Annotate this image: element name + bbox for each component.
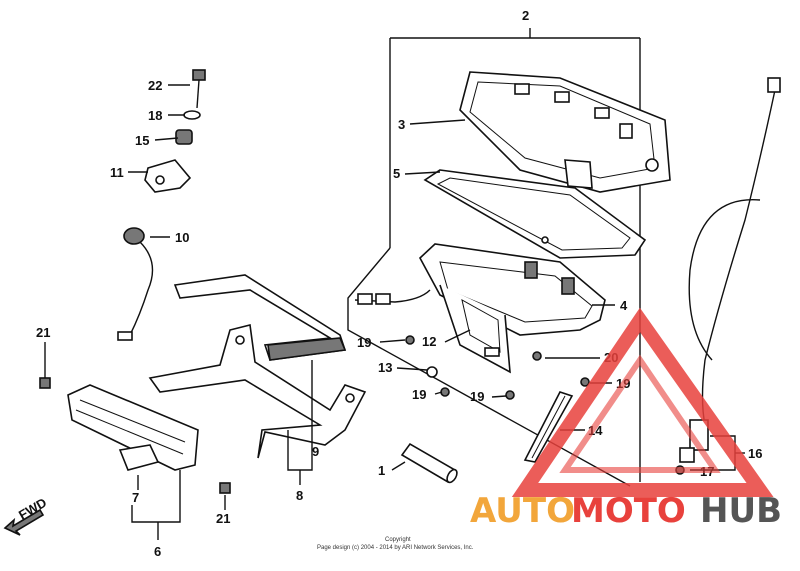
label-part-12: 12 (422, 334, 436, 349)
copyright-line: Page design (c) 2004 - 2014 by ARI Netwo… (317, 545, 474, 551)
bracket-part (67, 384, 199, 471)
label-part-7: 7 (132, 490, 139, 505)
label-part-15: 15 (135, 133, 149, 148)
watermark-text-moto: MOTO (571, 491, 686, 531)
lower-stay-part (148, 324, 367, 459)
watermark-text-auto: AUTO (470, 491, 575, 531)
label-part-6: 6 (154, 544, 161, 559)
bolt-22-part (192, 69, 206, 109)
label-part-19-b: 19 (412, 387, 426, 402)
gasket-part (423, 169, 647, 259)
label-part-16: 16 (748, 446, 762, 461)
label-part-10: 10 (175, 230, 189, 245)
label-part-2: 2 (522, 8, 529, 23)
assembly-bracket-2 (347, 28, 641, 487)
label-part-8: 8 (296, 488, 303, 503)
upper-bracket-part (173, 274, 347, 361)
label-part-21-a: 21 (36, 325, 50, 340)
watermark-triangle-icon (511, 307, 774, 497)
label-part-22: 22 (148, 78, 162, 93)
meter-cover-part (459, 71, 671, 193)
tube-part (400, 442, 458, 484)
label-part-13: 13 (378, 360, 392, 375)
label-part-18: 18 (148, 108, 162, 123)
stay-plate-part (144, 159, 192, 193)
washer-part (183, 110, 201, 120)
forward-direction-indicator: FWD (3, 495, 49, 536)
label-part-21-b: 21 (216, 511, 230, 526)
label-part-19-a: 19 (357, 335, 371, 350)
meter-assembly-part (419, 243, 606, 374)
watermark-text-hub: HUB (700, 491, 782, 531)
small-fasteners (39, 335, 685, 494)
label-part-9: 9 (312, 444, 319, 459)
part-labels: 2 3 5 4 12 19 13 19 19 20 19 14 1 22 18 … (36, 8, 762, 559)
label-part-11: 11 (110, 165, 124, 180)
label-part-4: 4 (620, 298, 628, 313)
label-part-5: 5 (393, 166, 400, 181)
label-part-1: 1 (378, 463, 385, 478)
copyright-title: Copyright (385, 537, 411, 543)
watermark-logo (511, 307, 774, 497)
sensor-part (117, 227, 154, 341)
collar-part (175, 129, 193, 145)
lens-strip-part (523, 391, 574, 463)
label-part-19-c: 19 (470, 389, 484, 404)
label-part-3: 3 (398, 117, 405, 132)
wiring-harness-part (354, 289, 431, 305)
